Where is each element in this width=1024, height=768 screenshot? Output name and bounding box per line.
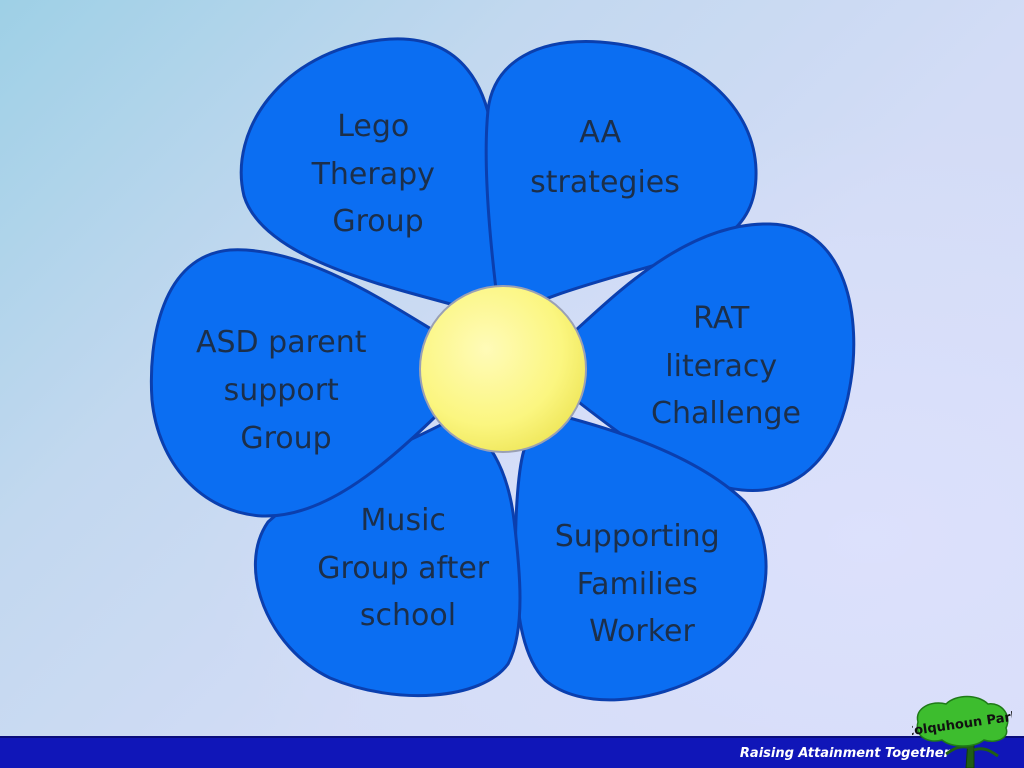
petal-aa-line-1: AA [579, 115, 621, 150]
petal-label-lego: Lego Therapy Group [311, 109, 445, 239]
petal-lego-line-1: Lego [337, 109, 409, 144]
petal-supporting-families-worker: Supporting Families Worker [513, 410, 768, 702]
petal-music-line-2: Group after [317, 551, 490, 586]
petal-lego-therapy-group: Lego Therapy Group [239, 37, 499, 327]
petal-label-music: Music Group after school [317, 503, 498, 633]
petal-supporting-line-1: Supporting [555, 519, 720, 554]
petal-rat-line-2: literacy [665, 349, 777, 384]
petal-aa-line-2: strategies [530, 165, 680, 200]
petal-lego-line-3: Group [332, 204, 423, 239]
petal-rat-literacy-challenge: RAT literacy Challenge [574, 222, 856, 492]
petal-music-line-1: Music [361, 503, 446, 538]
petal-rat-line-1: RAT [693, 301, 750, 336]
petal-music-line-3: school [360, 598, 456, 633]
flower-center [419, 285, 587, 453]
footer-tagline: Raising Attainment Together [739, 746, 950, 761]
colquhoun-park-logo: Colquhoun Park [912, 695, 1012, 768]
petal-rat-line-3: Challenge [651, 396, 801, 431]
petal-asd-line-1: ASD parent [196, 325, 367, 360]
tree-icon [916, 695, 1009, 768]
petal-label-supporting: Supporting Families Worker [555, 519, 730, 649]
petal-asd-parent-support-group: ASD parent support Group [149, 248, 438, 518]
petal-asd-line-2: support [224, 373, 339, 408]
petal-supporting-line-3: Worker [589, 614, 695, 649]
petal-label-aa: AA strategies [530, 115, 680, 200]
petal-label-rat: RAT literacy Challenge [651, 301, 801, 431]
petal-supporting-line-2: Families [577, 567, 698, 602]
petal-lego-line-2: Therapy [311, 157, 435, 192]
petal-asd-line-3: Group [240, 421, 331, 456]
footer-bar: Raising Attainment Together [0, 736, 1024, 768]
petal-label-asd: ASD parent support Group [196, 325, 376, 456]
